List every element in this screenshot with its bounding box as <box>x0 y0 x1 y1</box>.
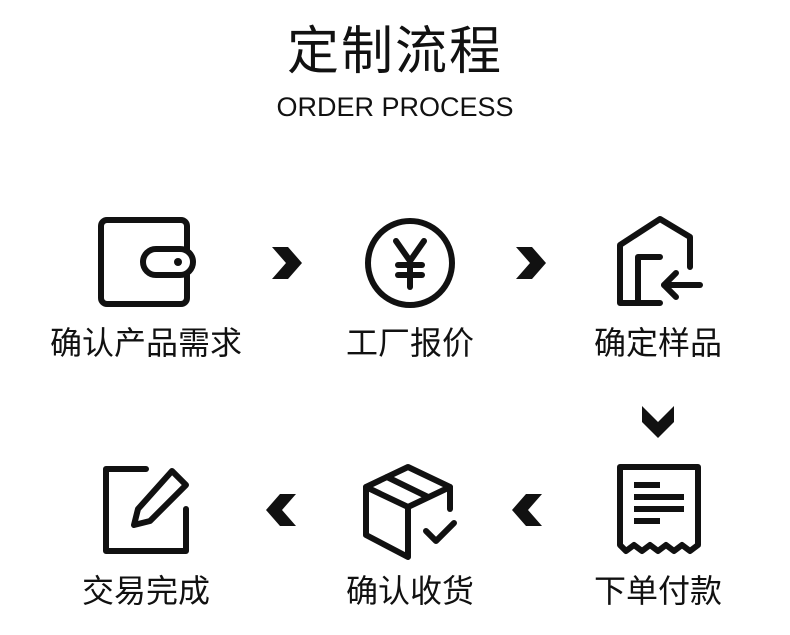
chevron-left-icon <box>508 490 548 530</box>
receipt-icon <box>608 463 708 563</box>
chevron-right-icon <box>510 243 550 283</box>
step-label: 确定样品 <box>593 324 722 362</box>
package-check-icon <box>360 463 460 563</box>
chevron-left-icon <box>262 490 302 530</box>
step-label: 下单付款 <box>593 572 722 610</box>
page-title: 定制流程 <box>286 22 503 82</box>
step-label: 工厂报价 <box>345 324 474 362</box>
step-label: 交易完成 <box>81 572 210 610</box>
wallet-icon <box>96 215 196 315</box>
chevron-down-icon <box>638 402 678 442</box>
chevron-right-icon <box>266 243 306 283</box>
page-subtitle: ORDER PROCESS <box>276 92 514 122</box>
step-label: 确认产品需求 <box>49 324 242 362</box>
house-arrow-icon <box>608 215 708 315</box>
edit-icon <box>96 463 196 563</box>
yen-coin-icon <box>360 215 460 315</box>
step-label: 确认收货 <box>345 572 474 610</box>
